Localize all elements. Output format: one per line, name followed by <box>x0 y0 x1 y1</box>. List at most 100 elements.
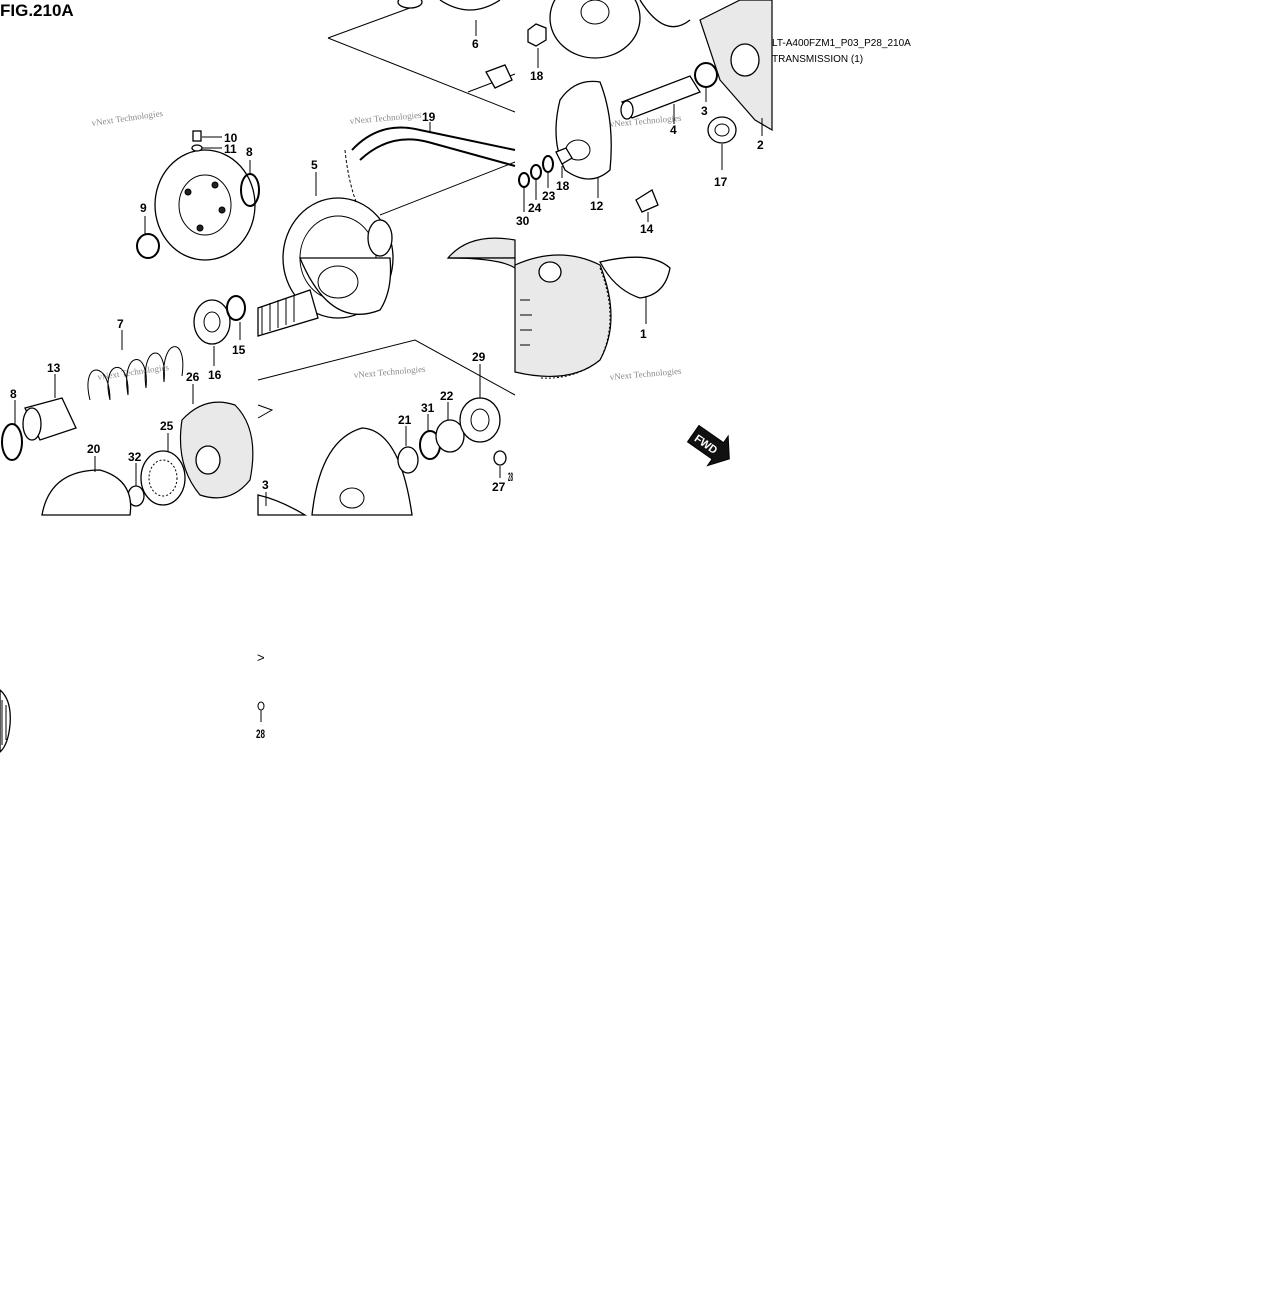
figure-code: LT-A400FZM1_P03_P28_210A <box>772 38 911 49</box>
clutch-outer-fins <box>520 299 532 346</box>
fragment-washer <box>257 701 265 711</box>
fragment-gt: > <box>257 650 265 665</box>
driven-face-hub <box>339 487 365 509</box>
pulley-boss <box>367 219 393 257</box>
washer-small-part <box>191 144 203 152</box>
clutch-housing-part <box>41 469 132 516</box>
drive-belt-part <box>351 126 516 151</box>
middle-left-group <box>1 295 254 516</box>
callout-label: 3 <box>701 104 708 118</box>
bolt-hole <box>196 224 204 232</box>
nut-part <box>527 23 547 47</box>
one-way-clutch-rollers <box>148 459 178 497</box>
figure-subtitle: TRANSMISSION (1) <box>772 54 863 65</box>
clutch-drum-hub <box>178 174 232 236</box>
washer-part <box>193 299 231 345</box>
disc-part-hub <box>397 0 423 9</box>
driven-face-part <box>311 427 413 516</box>
nut-part <box>555 147 573 165</box>
drive-belt-part <box>359 138 516 167</box>
bolt-hole <box>218 206 226 214</box>
callout-label: 8 <box>10 387 17 401</box>
watermark: vNext Technologies <box>609 366 682 382</box>
figure-title: FIG.210A <box>0 1 74 20</box>
callout-label: 9 <box>140 201 147 215</box>
bush-end <box>22 407 42 441</box>
clutch-cover-boss <box>730 43 760 77</box>
callout-label: 26 <box>186 370 200 384</box>
upper-right-group <box>485 0 773 222</box>
clutch-outer-part <box>446 237 516 259</box>
washer-part <box>530 164 542 180</box>
clutch-outer-boss <box>538 261 562 283</box>
washer-part <box>136 233 160 259</box>
callout-label: 28 <box>508 470 513 484</box>
watermark: vNext Technologies <box>349 110 422 126</box>
bearing-part <box>707 116 737 144</box>
callout-label: 25 <box>160 419 174 433</box>
oil-seal-part <box>435 419 465 453</box>
callout-label: 29 <box>472 350 486 364</box>
frame-line <box>257 404 274 419</box>
callout-label: 24 <box>528 201 542 215</box>
callout-label: 13 <box>47 361 61 375</box>
callout-label: 5 <box>311 158 318 172</box>
callout-label: 7 <box>117 317 124 331</box>
callout-label: 6 <box>472 37 479 51</box>
callouts: 1 2 3 3 4 5 6 7 8 8 9 10 11 12 13 14 15 … <box>10 37 764 494</box>
callout-label: 20 <box>87 442 101 456</box>
callout-label: 23 <box>542 189 556 203</box>
lower-fragments: > 28 <box>0 650 265 753</box>
drive-plate-part <box>549 0 641 59</box>
carrier-hub <box>195 445 221 475</box>
center-group <box>257 257 516 516</box>
callout-label: 27 <box>492 480 506 494</box>
shaft-splines <box>261 295 295 334</box>
bolt-hole <box>184 188 192 196</box>
callout-label: 15 <box>232 343 246 357</box>
pulley-lower-hub <box>317 265 359 299</box>
spacer-end <box>620 100 634 120</box>
washer-part <box>493 450 507 466</box>
callout-label: 8 <box>246 145 253 159</box>
upper-left-group <box>136 130 260 261</box>
bearing-inner <box>470 408 490 432</box>
fragment-fins <box>1 700 7 745</box>
callout-label: 19 <box>422 110 436 124</box>
callout-label: 4 <box>670 123 677 137</box>
middle-right-group: FWD <box>514 254 730 467</box>
drive-plate-hub <box>580 0 610 25</box>
callout-label: 18 <box>556 179 570 193</box>
callout-label: 21 <box>398 413 412 427</box>
frame-line <box>257 339 516 396</box>
fwd-arrow-icon <box>686 424 730 467</box>
spacer-part <box>621 75 701 119</box>
frame-line <box>327 4 419 39</box>
circlip-part <box>1 423 23 461</box>
clutch-plate-part <box>599 256 671 299</box>
frame-line <box>327 37 516 113</box>
washer-part <box>542 155 554 173</box>
bearing-part <box>459 397 501 443</box>
callout-label: 12 <box>590 199 604 213</box>
frame-line <box>379 161 516 216</box>
spring-part <box>87 346 184 401</box>
washer-part <box>518 172 530 188</box>
fragment-part <box>0 689 11 753</box>
callout-label: 31 <box>421 401 435 415</box>
bearing-inner <box>714 123 730 137</box>
bearing-part <box>397 446 419 474</box>
clutch-drum-part <box>154 149 256 261</box>
driven-face-edge <box>257 494 308 516</box>
fragment-label: 28 <box>256 727 265 741</box>
callout-label: 18 <box>530 69 544 83</box>
callout-label: 32 <box>128 450 142 464</box>
shaft-stub-part <box>485 64 513 89</box>
nut-part <box>226 295 246 321</box>
callout-label: 14 <box>640 222 654 236</box>
callout-label: 2 <box>757 138 764 152</box>
clutch-outer-teeth <box>539 267 611 379</box>
callout-label: 11 <box>224 142 237 156</box>
